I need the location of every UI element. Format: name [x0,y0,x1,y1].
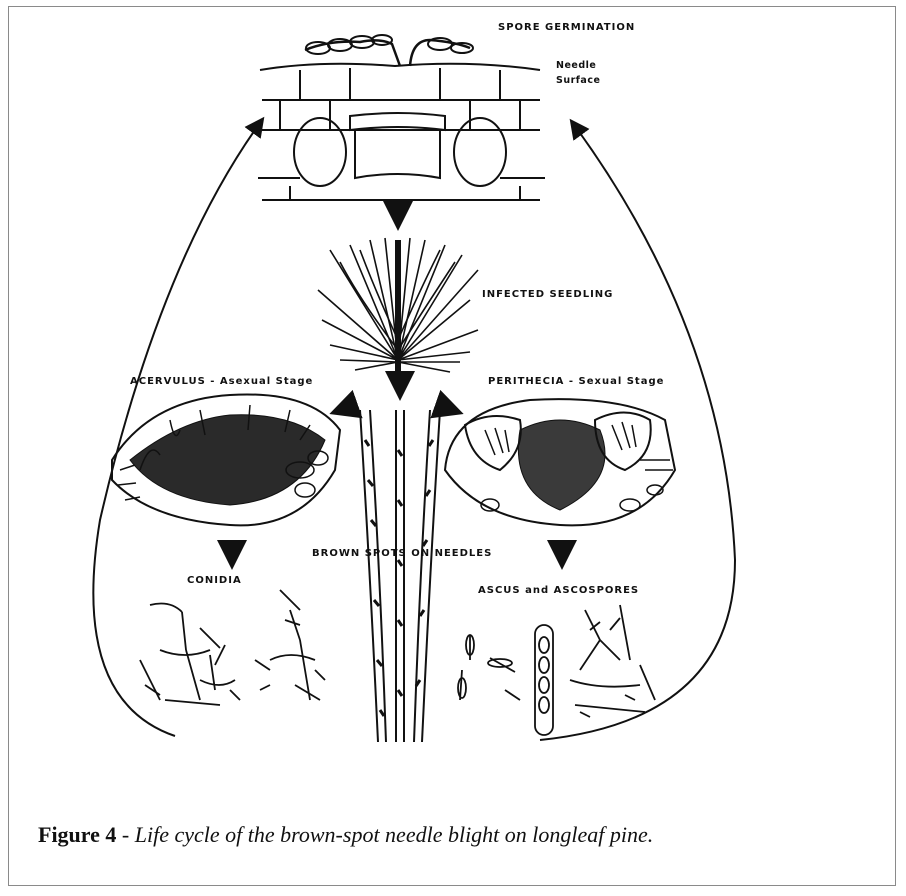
needle-surface-illustration [258,35,545,200]
ascus-illustration [458,605,655,735]
brown-spot-needles-illustration [360,410,440,742]
conidia-illustration [140,590,325,705]
infected-seedling-illustration [318,238,478,372]
perithecia-illustration [445,399,675,525]
label-surface: Surface [556,75,600,86]
arrow-to-perithecia [438,405,458,412]
label-spore-germination: SPORE GERMINATION [498,22,635,33]
label-acervulus: ACERVULUS - Asexual Stage [130,376,313,387]
acervulus-illustration [112,394,340,525]
label-ascus: ASCUS and ASCOSPORES [478,585,639,596]
label-infected-seedling: INFECTED SEEDLING [482,289,613,300]
label-brown-spots: BROWN SPOTS ON NEEDLES [312,548,492,559]
label-conidia: CONIDIA [187,575,242,586]
arrow-to-acervulus [335,405,355,412]
caption-separator: - [116,822,134,847]
label-perithecia: PERITHECIA - Sexual Stage [488,376,664,387]
label-needle: Needle [556,60,596,71]
figure-caption: Figure 4 - Life cycle of the brown-spot … [38,822,653,848]
caption-figure-number: Figure 4 [38,822,116,847]
caption-text: Life cycle of the brown-spot needle blig… [135,822,654,847]
